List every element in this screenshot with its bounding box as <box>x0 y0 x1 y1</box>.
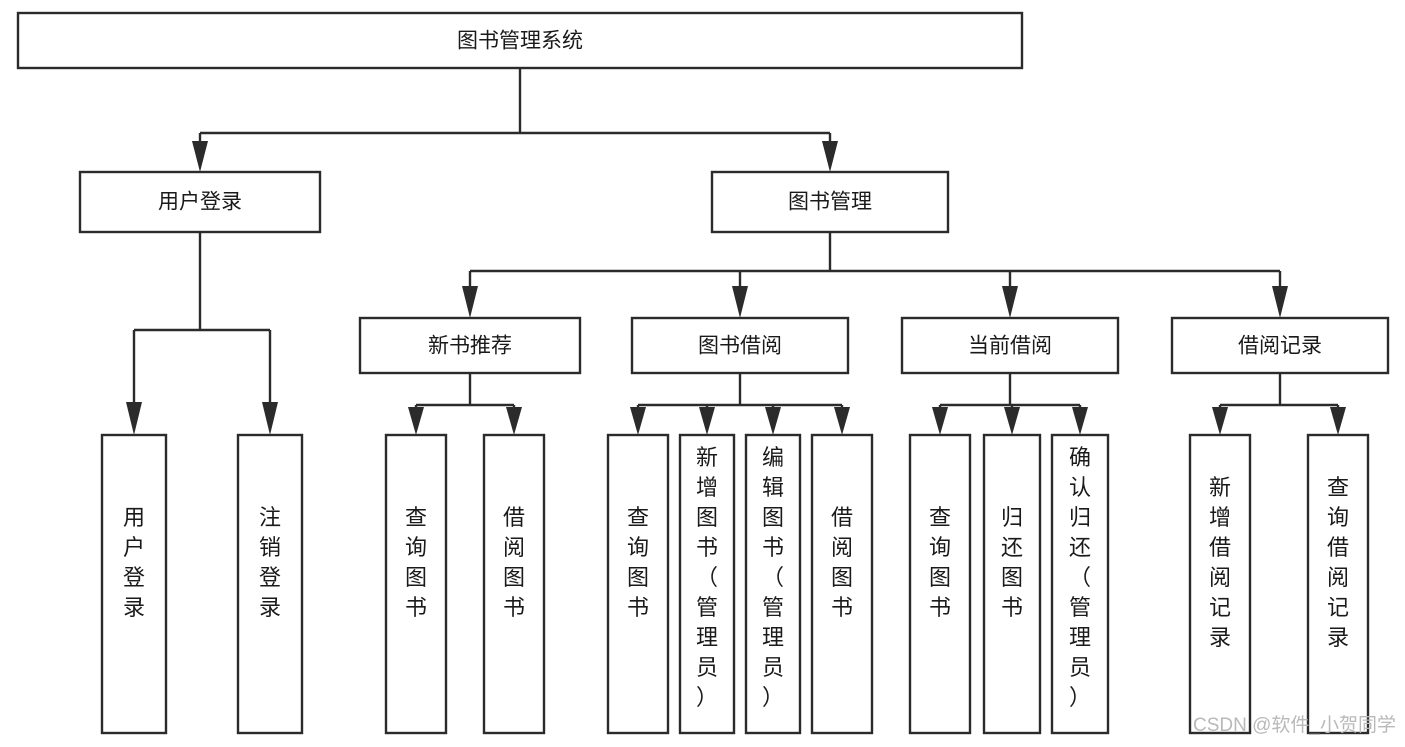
node-leaf-query-borrow-record[interactable]: 查询借阅记录 <box>1306 433 1370 735</box>
node-leaf-return-book[interactable]: 归还图书 <box>982 433 1042 735</box>
arrow-head-book-borrow <box>732 286 748 318</box>
node-leaf-user-logout-label: 注销登录 <box>259 505 281 620</box>
node-new-book-recommend-label: 新书推荐 <box>428 335 512 358</box>
node-leaf-return-book-box[interactable] <box>982 433 1042 735</box>
arrow-head-leaf-user-login <box>126 402 142 435</box>
node-leaf-query-book-3-label: 查询图书 <box>929 505 951 620</box>
arrow-head-user-login <box>192 141 208 172</box>
node-leaf-borrow-book-1-label: 借阅图书 <box>503 505 525 620</box>
arrow-head-leaf-query-book-1 <box>408 407 424 435</box>
node-leaf-borrow-book-2[interactable]: 借阅图书 <box>810 433 874 735</box>
arrow-head-borrow-record <box>1272 286 1288 318</box>
node-leaf-query-book-2[interactable]: 查询图书 <box>606 433 670 735</box>
node-leaf-query-book-3-box[interactable] <box>908 433 972 735</box>
node-leaf-edit-book-box[interactable] <box>744 433 802 735</box>
arrow-head-leaf-query-book-3 <box>932 407 948 435</box>
node-leaf-add-book-box[interactable] <box>678 433 736 735</box>
node-leaf-add-book[interactable]: 新增图书（管理员） <box>678 433 736 735</box>
node-leaf-borrow-book-2-label: 借阅图书 <box>831 505 853 620</box>
node-root-label: 图书管理系统 <box>457 30 583 53</box>
node-current-borrow-box[interactable] <box>900 316 1120 375</box>
node-leaf-borrow-book-2-box[interactable] <box>810 433 874 735</box>
node-leaf-user-logout[interactable]: 注销登录 <box>236 433 304 735</box>
arrow-head-leaf-borrow-book-1 <box>506 407 522 435</box>
node-leaf-query-book-1-label: 查询图书 <box>405 505 427 620</box>
node-leaf-borrow-book-1-box[interactable] <box>482 433 546 735</box>
node-user-login-label: 用户登录 <box>158 191 242 214</box>
node-borrow-record[interactable]: 借阅记录 <box>1170 316 1390 375</box>
node-leaf-query-borrow-record-label: 查询借阅记录 <box>1327 475 1349 650</box>
arrow-head-leaf-user-logout <box>262 402 278 435</box>
node-book-borrow-box[interactable] <box>630 316 850 375</box>
node-book-borrow-label: 图书借阅 <box>698 335 782 358</box>
node-leaf-add-book-label: 新增图书（管理员） <box>696 445 718 710</box>
node-leaf-user-login-box[interactable] <box>100 433 168 735</box>
node-leaf-add-borrow-record-box[interactable] <box>1188 433 1252 735</box>
node-leaf-add-borrow-record[interactable]: 新增借阅记录 <box>1188 433 1252 735</box>
node-leaf-user-login[interactable]: 用户登录 <box>100 433 168 735</box>
node-book-manage[interactable]: 图书管理 <box>710 170 950 234</box>
node-leaf-edit-book-label: 编辑图书（管理员） <box>762 445 784 710</box>
node-leaf-query-book-1[interactable]: 查询图书 <box>384 433 448 735</box>
arrow-head-current-borrow <box>1002 286 1018 318</box>
node-book-manage-box[interactable] <box>710 170 950 234</box>
node-user-login[interactable]: 用户登录 <box>78 170 322 234</box>
node-leaf-confirm-return-box[interactable] <box>1050 433 1110 735</box>
arrow-head-leaf-edit-book <box>765 407 781 435</box>
node-root[interactable]: 图书管理系统 <box>16 11 1024 70</box>
node-leaf-add-borrow-record-label: 新增借阅记录 <box>1209 475 1231 650</box>
arrow-head-book-manage <box>822 141 838 172</box>
node-borrow-record-label: 借阅记录 <box>1238 335 1322 358</box>
node-leaf-edit-book[interactable]: 编辑图书（管理员） <box>744 433 802 735</box>
node-leaf-query-book-1-box[interactable] <box>384 433 448 735</box>
arrow-head-leaf-confirm-return <box>1072 407 1088 435</box>
node-leaf-borrow-book-1[interactable]: 借阅图书 <box>482 433 546 735</box>
connector-layer <box>126 68 1346 435</box>
node-current-borrow-label: 当前借阅 <box>968 335 1052 358</box>
arrow-head-leaf-query-borrow-record <box>1330 407 1346 435</box>
node-leaf-return-book-label: 归还图书 <box>1001 505 1023 620</box>
arrow-head-leaf-borrow-book-2 <box>834 407 850 435</box>
node-book-borrow[interactable]: 图书借阅 <box>630 316 850 375</box>
node-root-box[interactable] <box>16 11 1024 70</box>
node-leaf-query-book-2-box[interactable] <box>606 433 670 735</box>
node-new-book-recommend-box[interactable] <box>358 316 582 375</box>
node-leaf-query-book-3[interactable]: 查询图书 <box>908 433 972 735</box>
node-leaf-user-login-label: 用户登录 <box>123 505 145 620</box>
arrow-head-leaf-add-book <box>699 407 715 435</box>
node-book-manage-label: 图书管理 <box>788 191 872 214</box>
node-leaf-confirm-return-label: 确认归还（管理员） <box>1069 445 1091 710</box>
csdn-watermark: CSDN @软件_小贺同学 <box>1193 714 1396 736</box>
node-leaf-query-borrow-record-box[interactable] <box>1306 433 1370 735</box>
arrow-head-leaf-add-borrow-record <box>1212 407 1228 435</box>
node-leaf-confirm-return[interactable]: 确认归还（管理员） <box>1050 433 1110 735</box>
node-leaf-user-logout-box[interactable] <box>236 433 304 735</box>
arrow-head-leaf-query-book-2 <box>630 407 646 435</box>
arrow-head-leaf-return-book <box>1004 407 1020 435</box>
node-borrow-record-box[interactable] <box>1170 316 1390 375</box>
node-leaf-query-book-2-label: 查询图书 <box>627 505 649 620</box>
node-new-book-recommend[interactable]: 新书推荐 <box>358 316 582 375</box>
arrow-head-new-book-recommend <box>462 286 478 318</box>
node-user-login-box[interactable] <box>78 170 322 234</box>
node-current-borrow[interactable]: 当前借阅 <box>900 316 1120 375</box>
